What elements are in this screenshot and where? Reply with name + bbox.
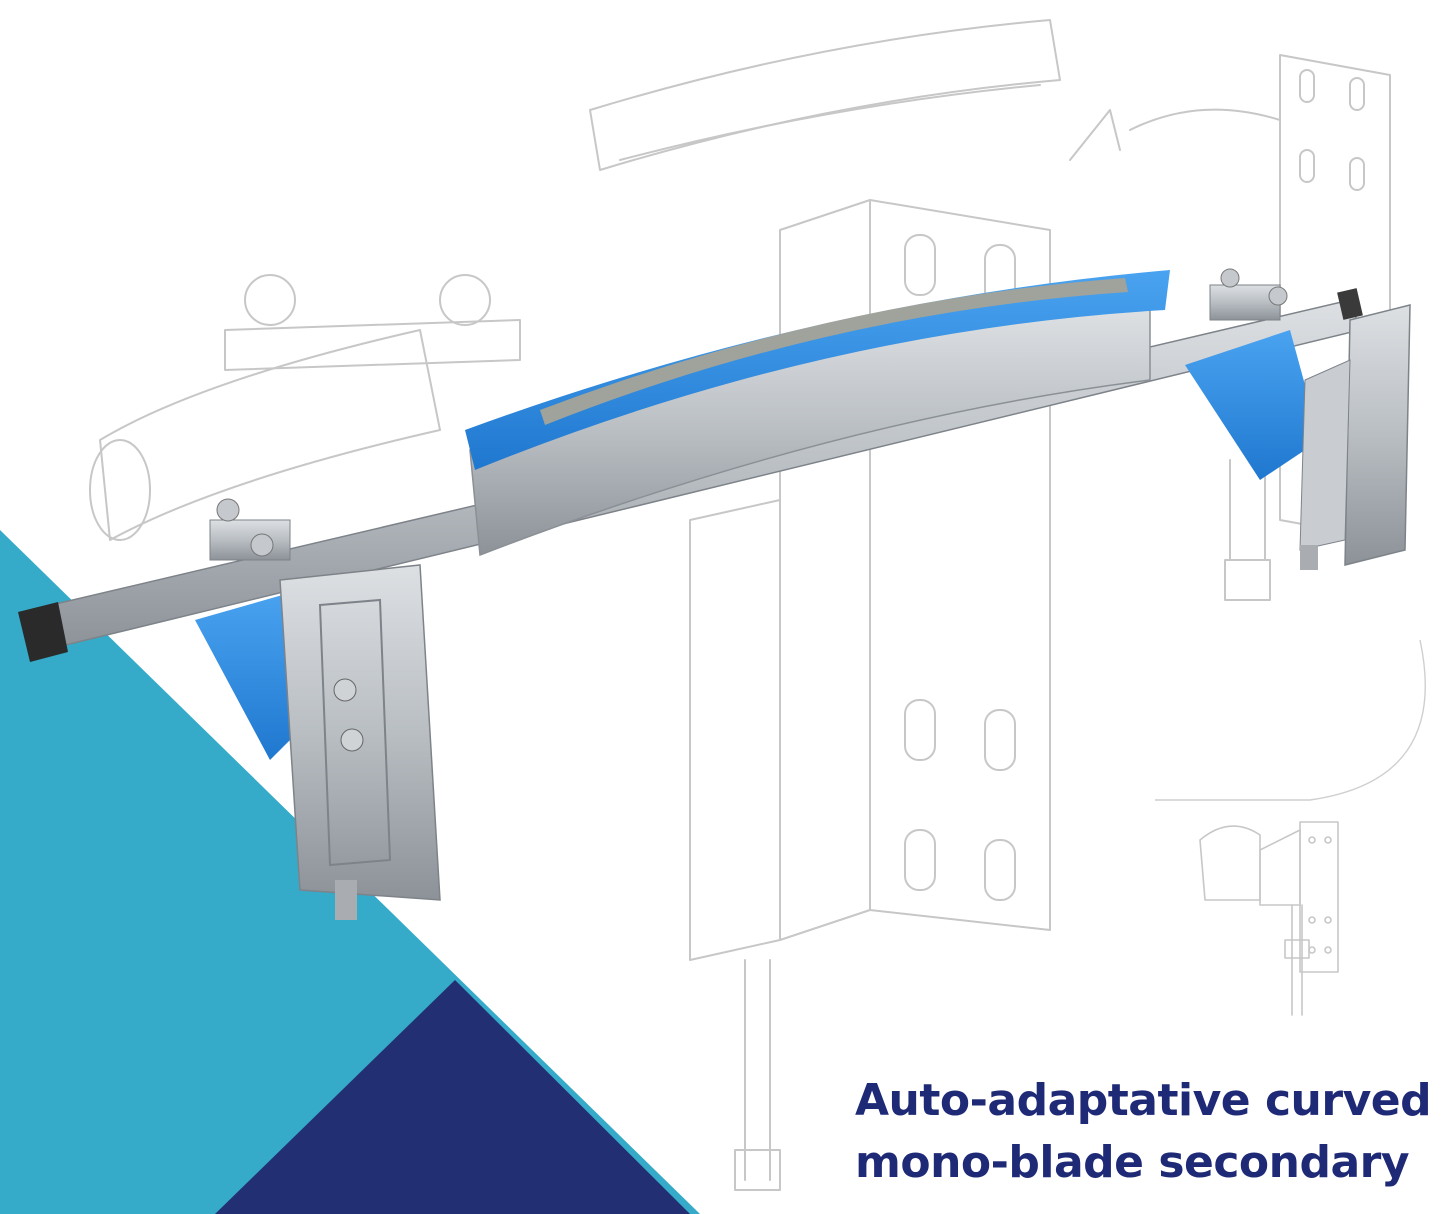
- left-clamp: [209, 519, 291, 561]
- right-clamp-bolt: [1220, 268, 1240, 288]
- right-clamp-bolt-2: [1268, 286, 1288, 306]
- right-bracket-plate: [1344, 304, 1411, 566]
- right-tensioner: [1185, 330, 1320, 480]
- right-clamp: [1209, 284, 1281, 321]
- headline-line-2: mono-blade secondary: [855, 1137, 1410, 1188]
- end-cap-left: [18, 602, 68, 662]
- end-cap-right: [1337, 288, 1363, 320]
- blade-tip-strip: [540, 278, 1128, 425]
- headline-line-1: Auto-adaptative curved: [855, 1075, 1432, 1126]
- scraper-blade: [465, 270, 1170, 470]
- left-clamp-bolt: [216, 498, 240, 522]
- product-headline: Auto-adaptative curved mono-blade second…: [855, 1070, 1442, 1194]
- dark-blue-triangle: [215, 980, 690, 1214]
- left-clamp-bolt-2: [250, 533, 274, 557]
